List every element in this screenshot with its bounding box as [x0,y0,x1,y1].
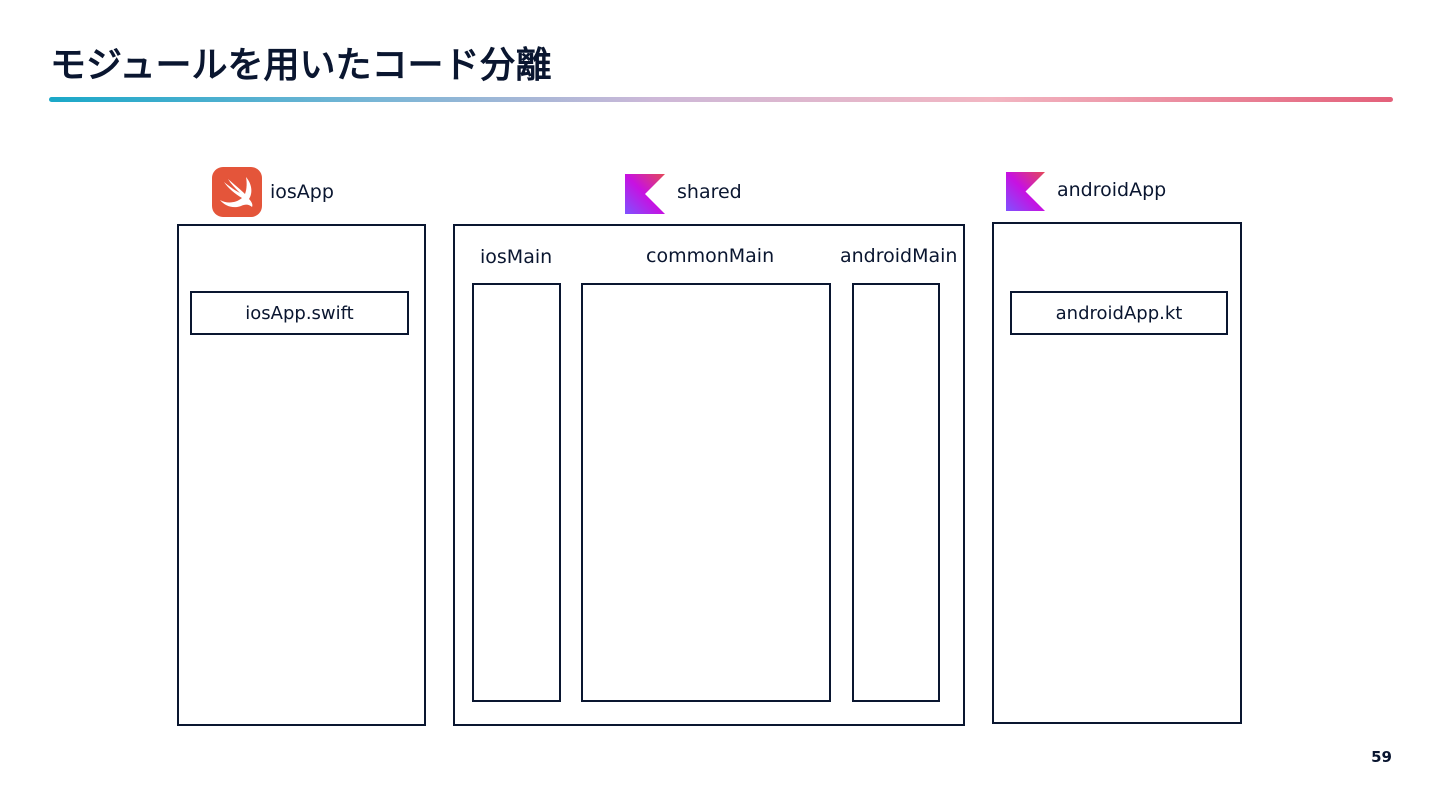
ios-app-swift-file: iosApp.swift [190,291,409,335]
android-app-kt-file-label: androidApp.kt [1055,302,1183,324]
ios-app-module-label: iosApp [270,181,334,203]
ios-app-swift-file-label: iosApp.swift [245,302,354,324]
ios-main-label: iosMain [480,246,553,268]
title-gradient-rule [49,97,1393,102]
android-main-source-set-box [852,283,940,702]
android-main-label: androidMain [840,245,958,267]
shared-module-label: shared [677,181,742,203]
android-app-kt-file: androidApp.kt [1010,291,1228,335]
ios-main-source-set-box [472,283,561,702]
common-main-source-set-box [581,283,831,702]
kotlin-icon [625,174,665,214]
kotlin-icon [1006,172,1045,211]
slide-title: モジュールを用いたコード分離 [50,45,552,86]
swift-icon [212,167,262,217]
android-app-module-label: androidApp [1057,179,1167,201]
common-main-label: commonMain [646,245,775,267]
page-number: 59 [1371,748,1392,766]
